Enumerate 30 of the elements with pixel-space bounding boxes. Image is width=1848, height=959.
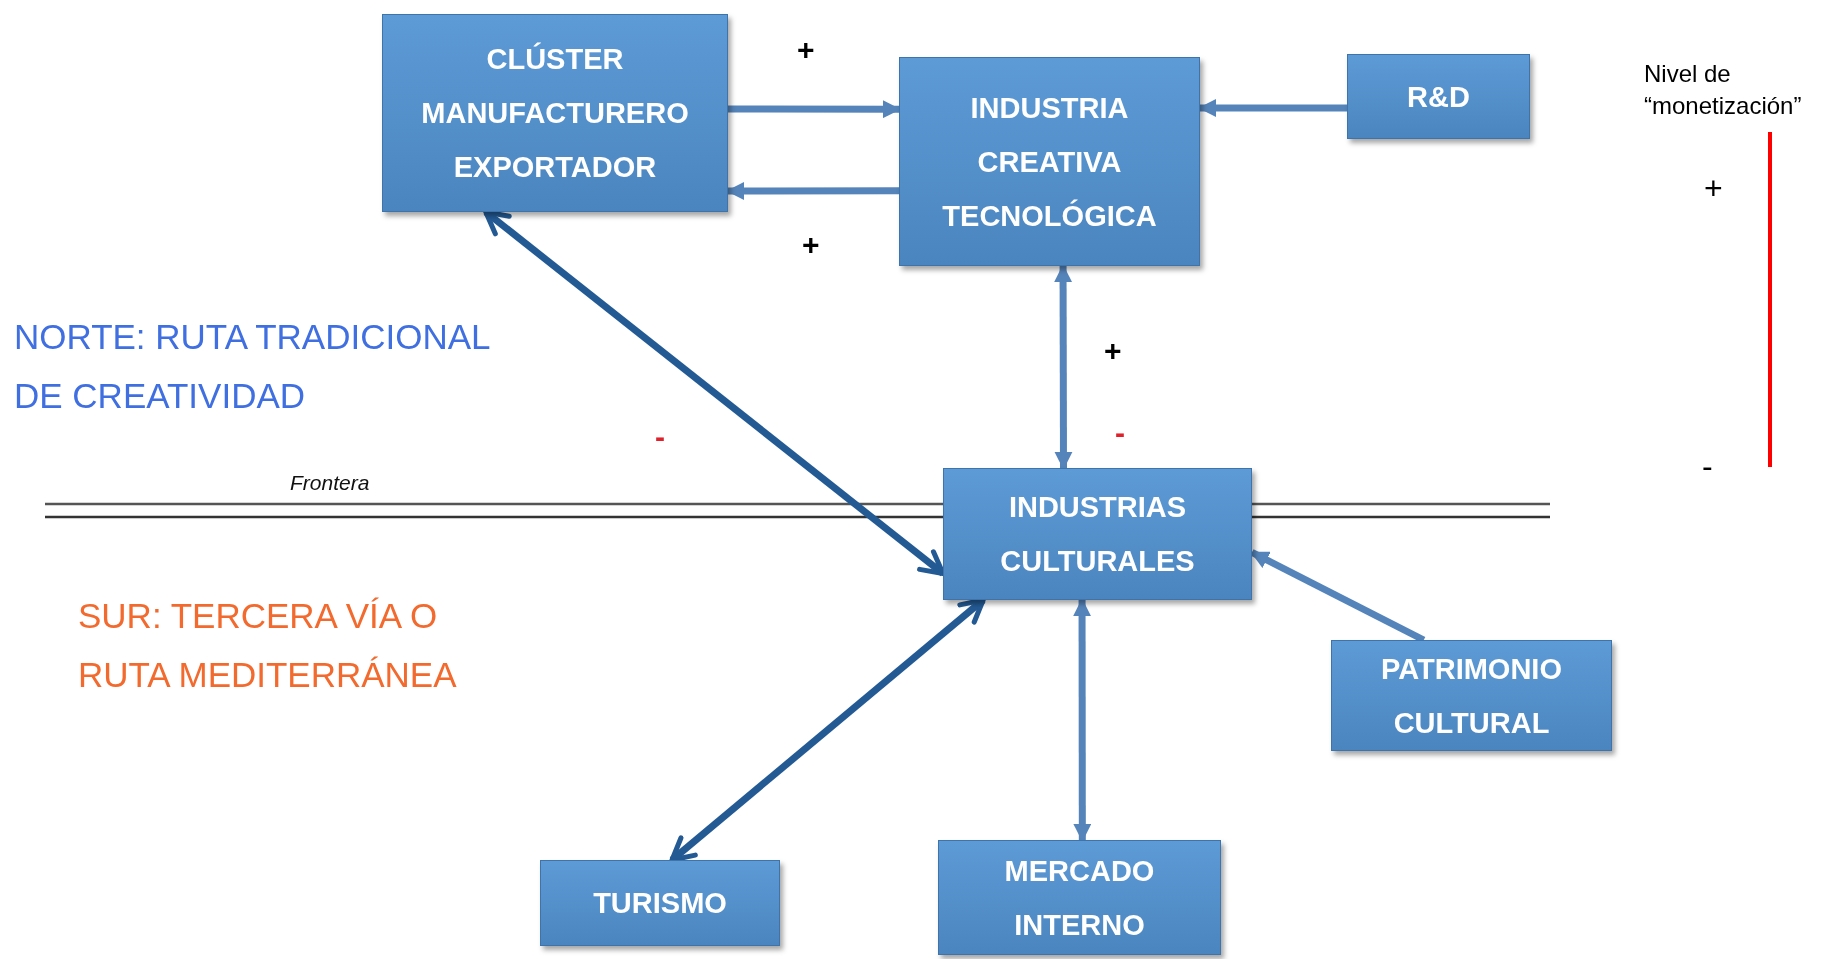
- box-label: PATRIMONIO CULTURAL: [1380, 651, 1563, 741]
- box-label: INDUSTRIAS CULTURALES: [999, 490, 1196, 579]
- process-box: [943, 468, 1252, 600]
- plus-sign: +: [797, 33, 815, 67]
- process-box: [1347, 54, 1530, 139]
- plus-sign: +: [1104, 334, 1122, 368]
- minus-sign: -: [1115, 416, 1125, 450]
- box-label: INDUSTRIA CREATIVA TECNOLÓGICA: [941, 90, 1158, 234]
- arrow: [1054, 264, 1073, 470]
- arrow: [728, 100, 901, 119]
- plus-sign: +: [802, 228, 820, 262]
- arrow: [1072, 598, 1092, 842]
- process-box: [938, 840, 1221, 955]
- process-box: [899, 57, 1200, 266]
- border-label: Frontera: [290, 471, 370, 495]
- minus-sign: -: [655, 420, 665, 454]
- axis-title: Nivel de “monetización”: [1644, 59, 1803, 121]
- minus-sign: -: [1702, 448, 1713, 485]
- box-label: CLÚSTER MANUFACTURERO EXPORTADOR: [420, 41, 690, 185]
- box-label: MERCADO INTERNO: [1003, 853, 1156, 943]
- process-box: [540, 860, 780, 946]
- plus-sign: +: [1704, 170, 1723, 207]
- arrow: [1198, 98, 1347, 118]
- arrow: [726, 181, 899, 201]
- process-box: [382, 14, 728, 212]
- box-label: TURISMO: [593, 886, 727, 921]
- region-label: SUR: TERCERA VÍA O RUTA MEDITERRÁNEA: [78, 595, 458, 696]
- box-label: R&D: [1407, 79, 1470, 115]
- region-label: NORTE: RUTA TRADICIONAL DE CREATIVIDAD: [14, 316, 491, 417]
- process-box: [1331, 640, 1612, 751]
